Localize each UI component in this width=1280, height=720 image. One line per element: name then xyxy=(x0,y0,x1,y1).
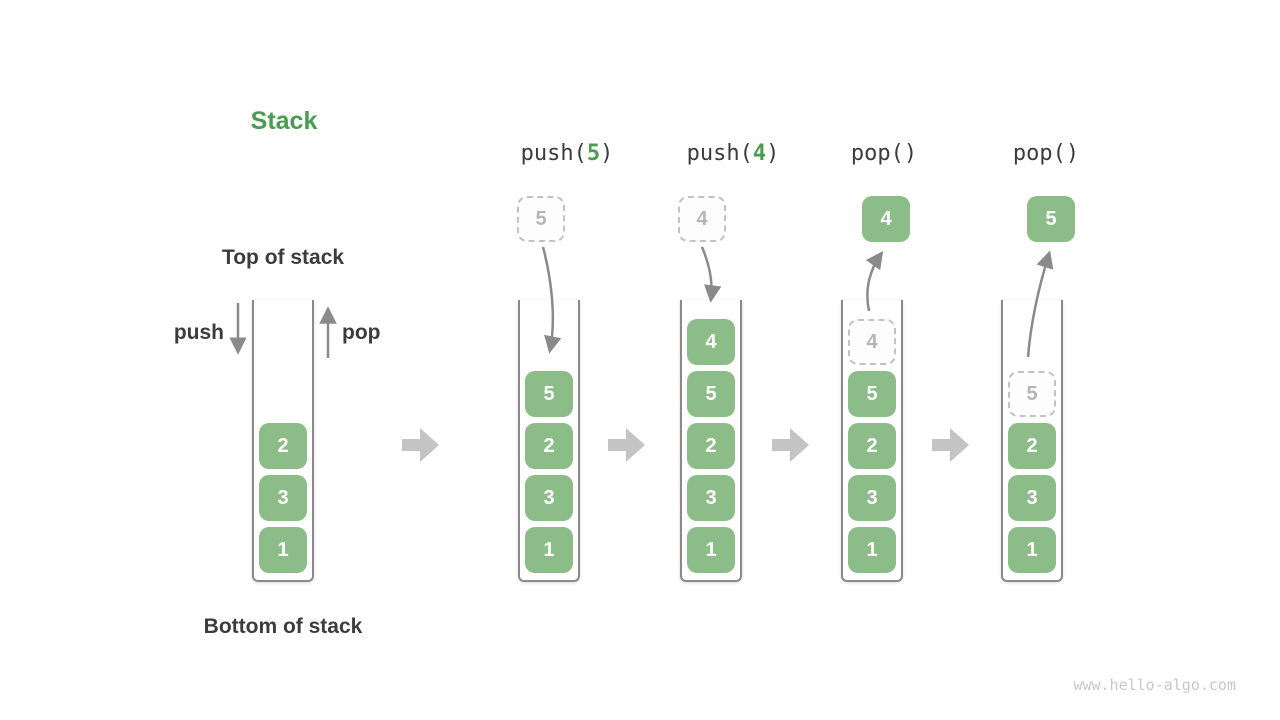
stack-cell: 3 xyxy=(848,475,896,521)
floating-cell-push-4: 4 xyxy=(678,196,726,242)
stack-cell: 3 xyxy=(259,475,307,521)
stack-cell: 2 xyxy=(1008,423,1056,469)
stack-cell: 1 xyxy=(525,527,573,573)
top-of-stack-label: Top of stack xyxy=(221,246,345,269)
stack-cell: 5 xyxy=(687,371,735,417)
stack-cell: 3 xyxy=(525,475,573,521)
stack-cell: 3 xyxy=(687,475,735,521)
op-text: ) xyxy=(1065,141,1080,166)
stack-cell: 2 xyxy=(687,423,735,469)
transition-block-arrow-icon xyxy=(608,428,645,462)
operation-label-push5: push(5) xyxy=(467,141,667,166)
stack-cell: 1 xyxy=(687,527,735,573)
stack-cell: 3 xyxy=(1008,475,1056,521)
floating-cell-popped-5: 5 xyxy=(1027,196,1075,242)
transition-block-arrow-icon xyxy=(932,428,969,462)
stack-cell: 1 xyxy=(848,527,896,573)
op-text: ) xyxy=(600,141,614,166)
bottom-of-stack-label: Bottom of stack xyxy=(203,615,363,638)
op-text: ) xyxy=(766,141,780,166)
stack-cell: 1 xyxy=(259,527,307,573)
stack-cell: 2 xyxy=(525,423,573,469)
op-text: pop( xyxy=(850,141,904,166)
floating-cell-push-5: 5 xyxy=(517,196,565,242)
operation-label-push4: push(4) xyxy=(633,141,833,166)
stack-cell: 1 xyxy=(1008,527,1056,573)
op-text: ) xyxy=(903,141,918,166)
transition-block-arrow-icon xyxy=(772,428,809,462)
operation-label-pop1: pop() xyxy=(784,141,984,166)
stack-cell: 4 xyxy=(687,319,735,365)
operation-label-pop2: pop() xyxy=(946,141,1146,166)
transition-block-arrow-icon xyxy=(402,428,439,462)
push-label: push xyxy=(173,321,224,344)
op-text: push( xyxy=(520,141,587,166)
stack-cell-ghost: 5 xyxy=(1008,371,1056,417)
push4-motion-arrow-icon xyxy=(700,246,722,303)
stack-cell: 2 xyxy=(848,423,896,469)
pop-label: pop xyxy=(342,321,381,344)
watermark: www.hello-algo.com xyxy=(1073,676,1236,694)
stack-cell-ghost: 4 xyxy=(848,319,896,365)
floating-cell-popped-4: 4 xyxy=(862,196,910,242)
op-arg: 4 xyxy=(752,141,767,166)
diagram-title: Stack xyxy=(250,107,318,135)
op-arg: 5 xyxy=(586,141,601,166)
stack-cell: 2 xyxy=(259,423,307,469)
stack-cell: 5 xyxy=(848,371,896,417)
op-text: push( xyxy=(686,141,753,166)
stack-cell: 5 xyxy=(525,371,573,417)
op-text: pop( xyxy=(1012,141,1066,166)
